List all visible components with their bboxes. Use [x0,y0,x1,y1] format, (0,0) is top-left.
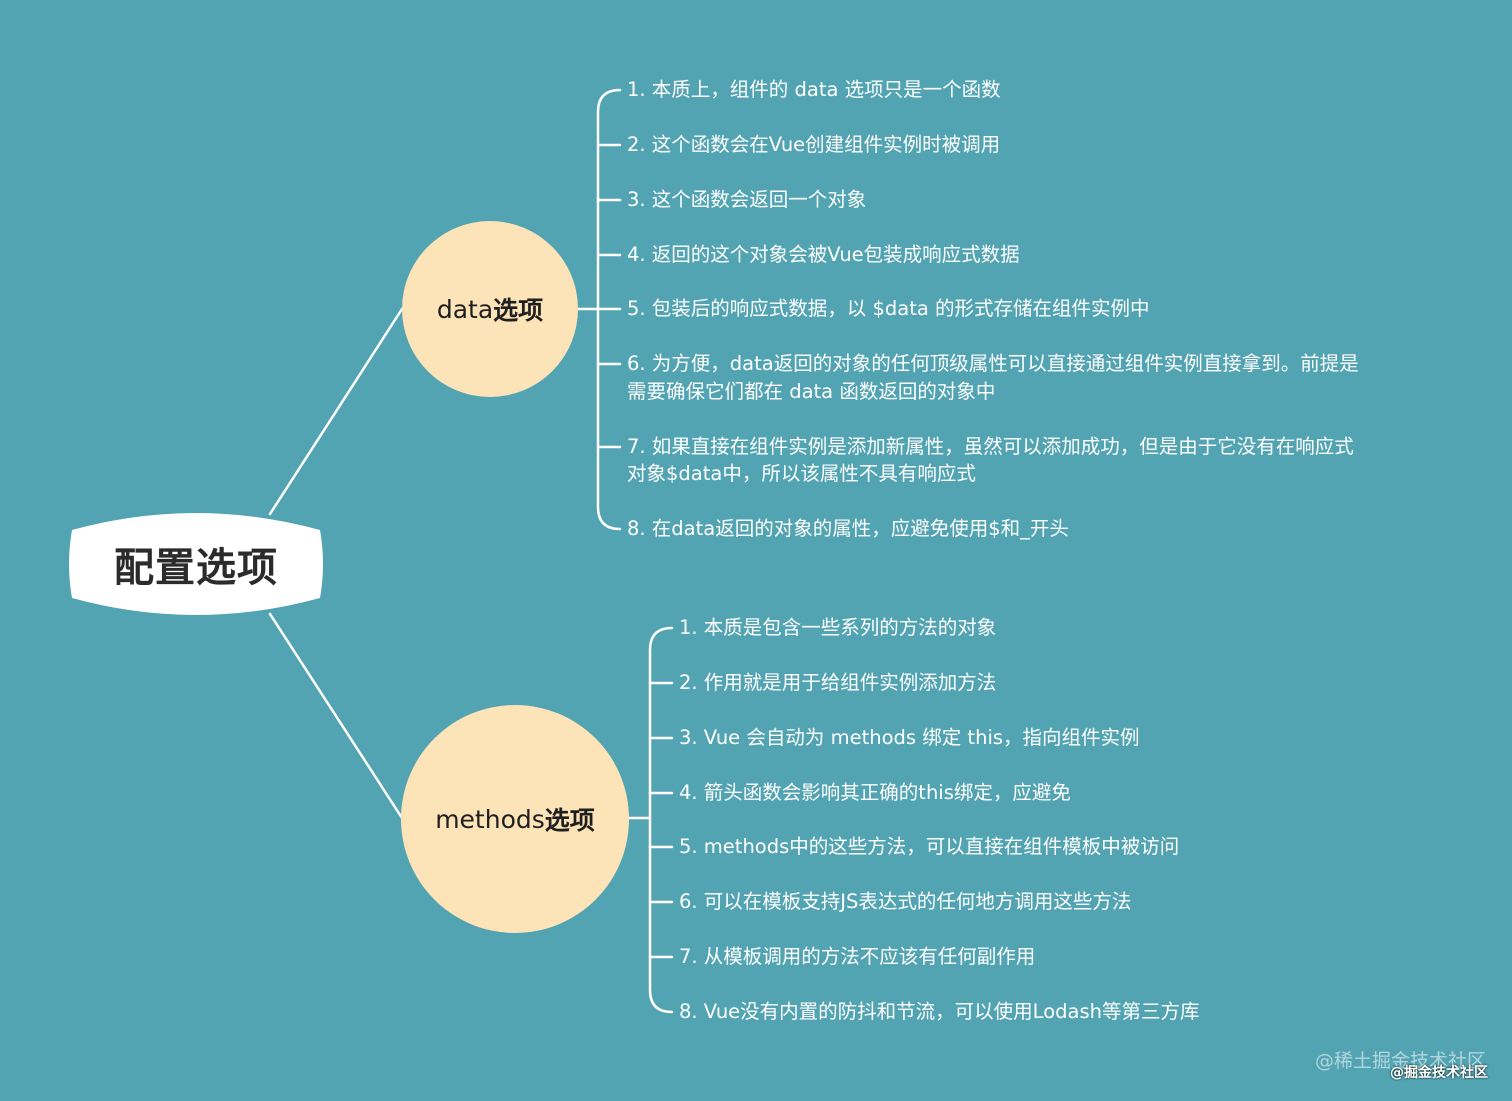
methods-item-5: 5. methods中的这些方法，可以直接在组件模板中被访问 [679,835,1180,858]
data-option-prefix: data [436,294,494,324]
methods-item-2: 2. 作用就是用于给组件实例添加方法 [679,671,997,694]
data-item-6-line1: 6. 为方便，data返回的对象的任何顶级属性可以直接通过组件实例直接拿到。前提… [627,352,1359,375]
data-option-suffix: 选项 [493,296,544,325]
methods-item-8: 8. Vue没有内置的防抖和节流，可以使用Lodash等第三方库 [679,1000,1200,1023]
methods-item-7: 7. 从模板调用的方法不应该有任何副作用 [679,945,1036,968]
root-title: 配置选项 [114,545,278,591]
methods-option-suffix: 选项 [544,806,595,835]
data-item-6-line2: 需要确保它们都在 data 函数返回的对象中 [627,380,996,403]
data-item-4: 4. 返回的这个对象会被Vue包装成响应式数据 [627,243,1020,266]
methods-item-1: 1. 本质是包含一些系列的方法的对象 [679,616,997,639]
root-node: 配置选项 [66,508,326,620]
data-item-2: 2. 这个函数会在Vue创建组件实例时被调用 [627,133,1001,156]
data-item-1: 1. 本质上，组件的 data 选项只是一个函数 [627,78,1001,101]
data-item-7-line1: 7. 如果直接在组件实例是添加新属性，虽然可以添加成功，但是由于它没有在响应式 [627,435,1354,458]
methods-item-3: 3. Vue 会自动为 methods 绑定 this，指向组件实例 [679,726,1140,749]
data-item-3: 3. 这个函数会返回一个对象 [627,188,867,211]
data-item-8: 8. 在data返回的对象的属性，应避免使用$和_开头 [627,517,1069,540]
watermark-secondary: @掘金技术社区 [1390,1065,1488,1081]
data-item-7-line2: 对象$data中，所以该属性不具有响应式 [627,462,976,485]
methods-item-6: 6. 可以在模板支持JS表达式的任何地方调用这些方法 [679,890,1132,913]
data-item-5: 5. 包装后的响应式数据，以 $data 的形式存储在组件实例中 [627,297,1150,320]
methods-option-prefix: methods [435,804,545,834]
watermark: @稀土掘金技术社区 [1314,1050,1486,1072]
methods-item-4: 4. 箭头函数会影响其正确的this绑定，应避免 [679,781,1071,804]
